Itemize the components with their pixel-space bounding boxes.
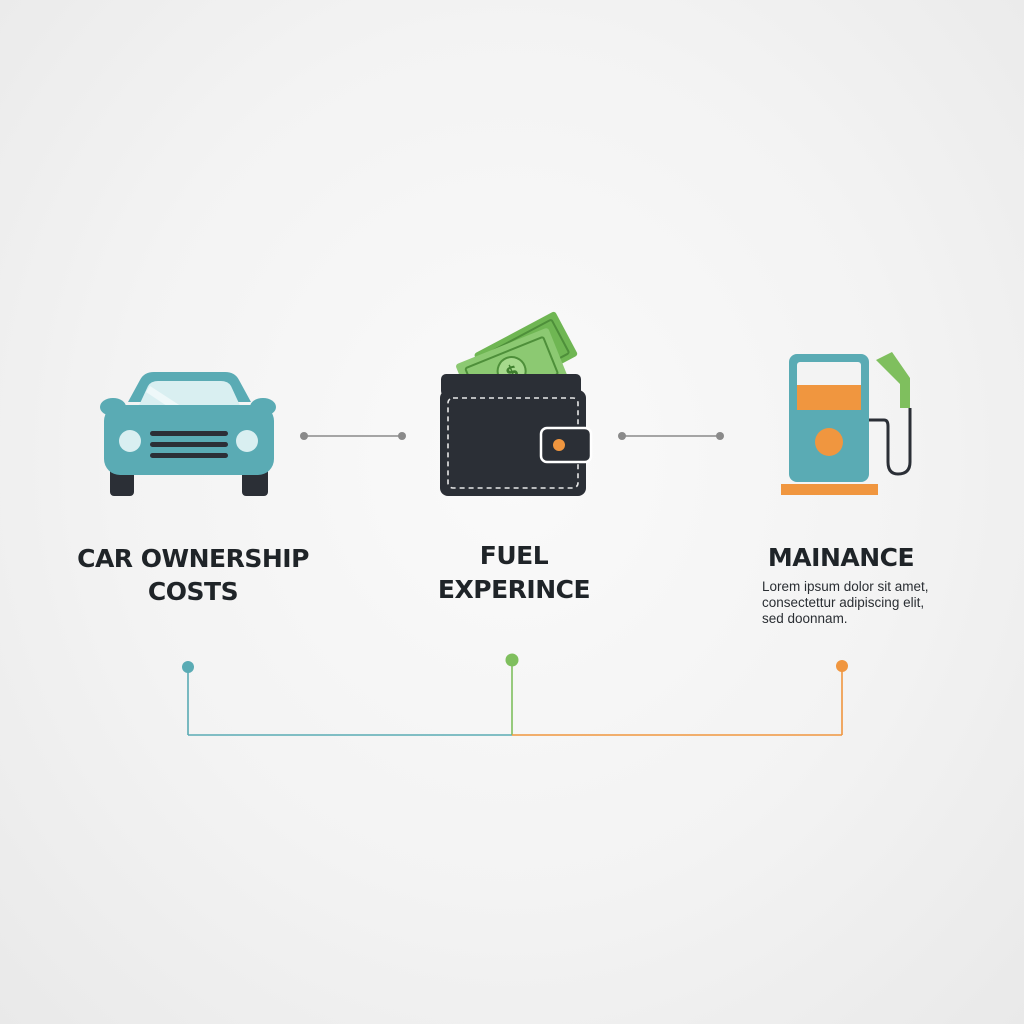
label-line: MAINANCE — [768, 543, 914, 572]
orange-node — [836, 660, 848, 672]
description-line: consectettur adipiscing elit, — [762, 595, 924, 610]
maintenance-label: MAINANCE — [768, 543, 915, 572]
description-line: Lorem ipsum dolor sit amet, — [762, 579, 929, 594]
bottom-connector-tree — [182, 653, 848, 736]
top-connector-right — [618, 432, 724, 440]
label-line: CAR OWNERSHIP — [77, 544, 309, 573]
top-connector-left — [300, 432, 406, 440]
fuel-label: FUEL EXPERINCE — [438, 541, 591, 604]
maintenance-description: Lorem ipsum dolor sit amet, consectettur… — [762, 579, 929, 626]
car-ownership-label: CAR OWNERSHIP COSTS — [77, 544, 309, 606]
fuel-pump-icon — [781, 352, 912, 495]
label-line: EXPERINCE — [438, 575, 590, 604]
wallet-icon: $ — [440, 311, 593, 496]
teal-node — [182, 661, 194, 673]
description-line: sed doonnam. — [762, 611, 848, 626]
car-icon — [100, 372, 276, 496]
label-line: COSTS — [148, 577, 238, 606]
label-line: FUEL — [480, 541, 549, 570]
green-node — [505, 653, 519, 667]
